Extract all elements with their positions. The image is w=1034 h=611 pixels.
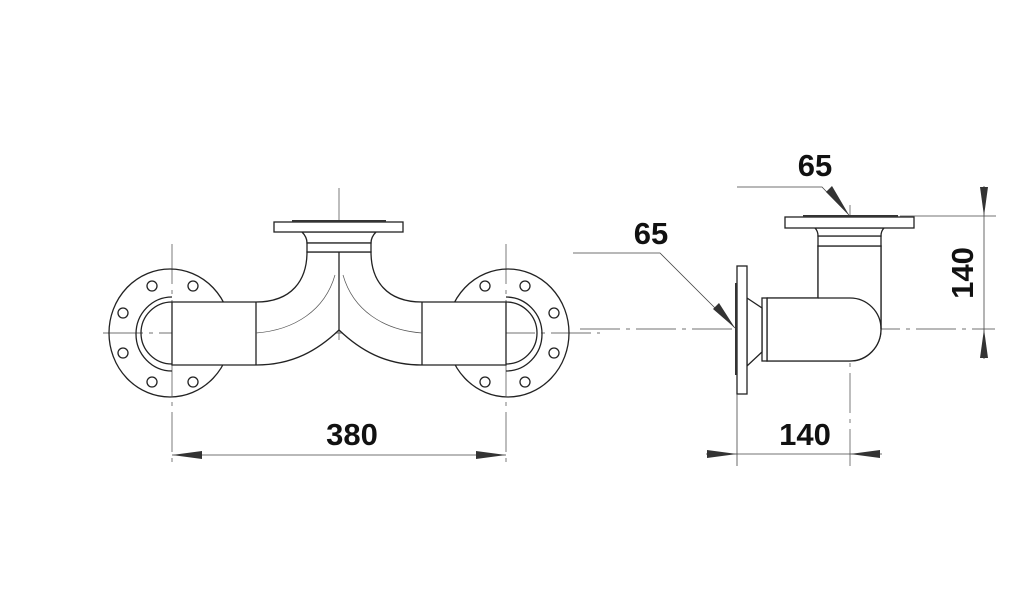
top-flange <box>273 221 404 233</box>
side-flange <box>736 265 748 395</box>
label-side-65: 65 <box>634 216 668 251</box>
side-top-flange <box>784 216 915 229</box>
label-140-vertical: 140 <box>945 247 980 299</box>
leader-side-65: 65 <box>573 216 736 329</box>
side-view: 65 65 140 140 <box>573 148 996 466</box>
dimension-380: 380 <box>172 417 506 459</box>
label-140-horizontal: 140 <box>779 417 831 452</box>
dimension-140-horizontal: 140 <box>706 394 882 466</box>
leader-top-65: 65 <box>737 148 850 216</box>
dimension-140-vertical: 140 <box>900 186 996 359</box>
elbow-pipe <box>735 215 915 395</box>
dimension-label-380: 380 <box>326 417 378 452</box>
left-flange <box>108 268 232 398</box>
front-view: 380 <box>103 188 600 466</box>
y-pipe-body <box>171 220 507 366</box>
label-top-65: 65 <box>798 148 832 183</box>
